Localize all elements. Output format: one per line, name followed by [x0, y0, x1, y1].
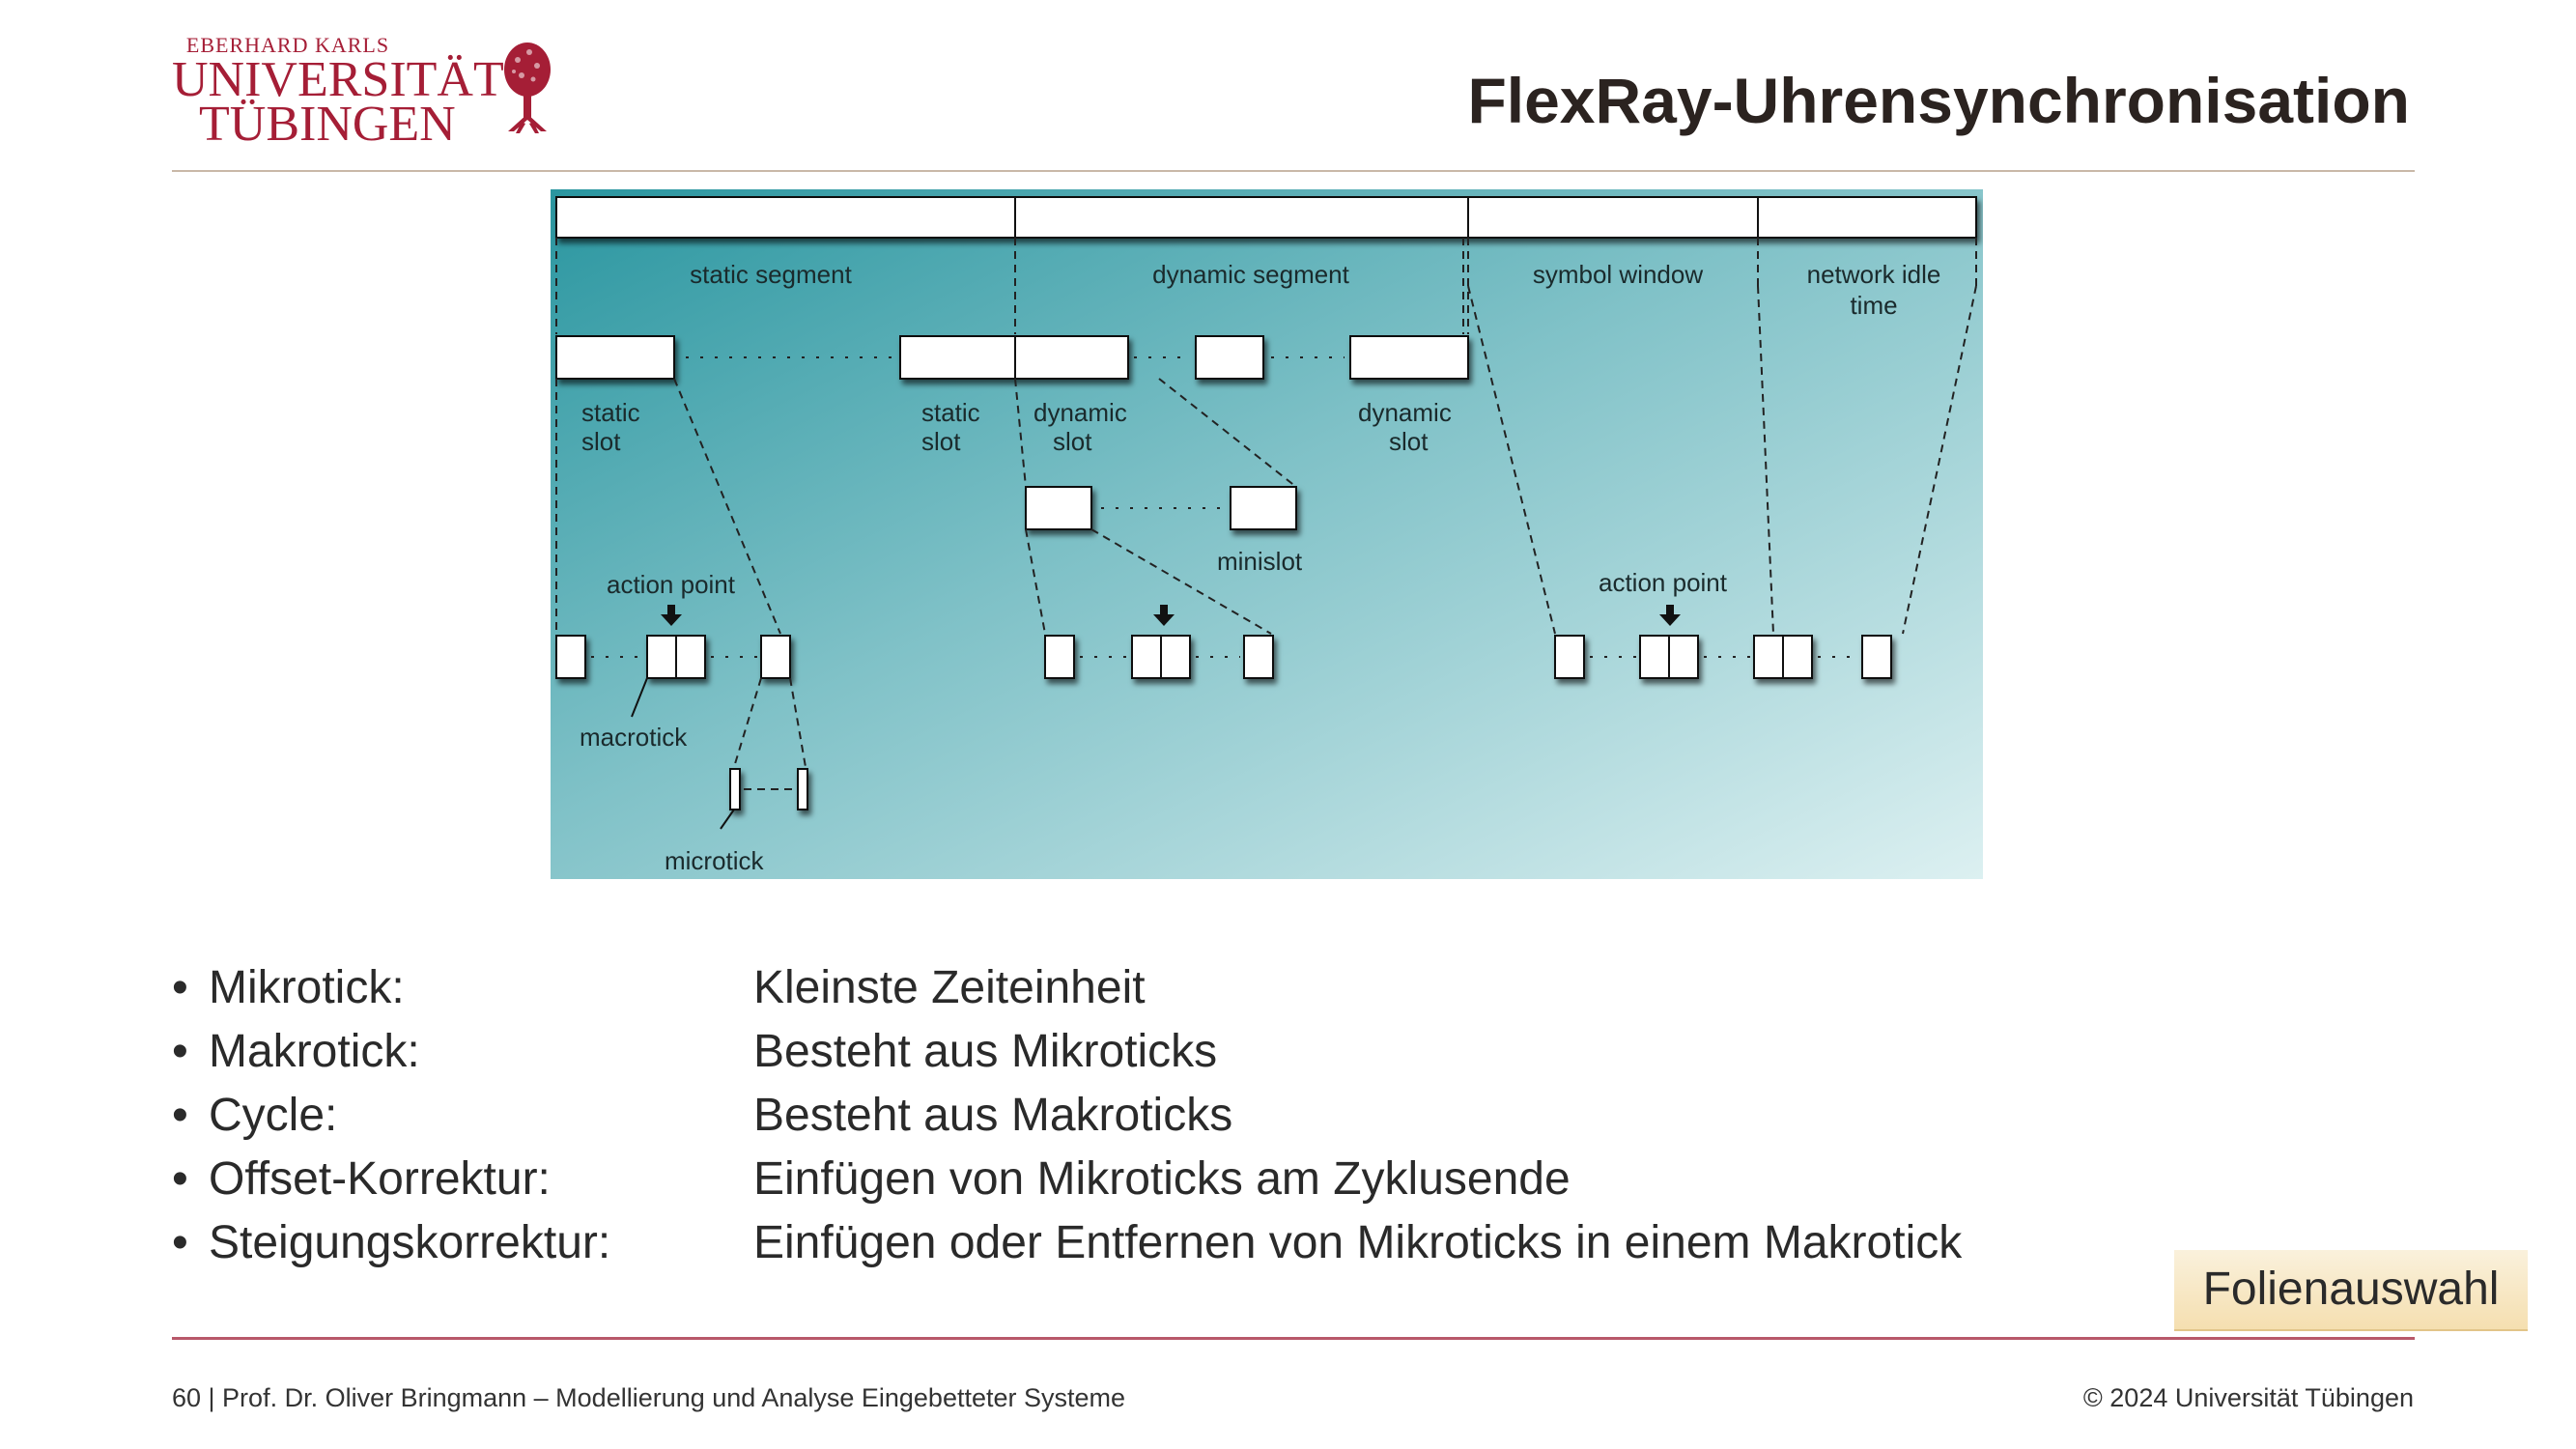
slide-title: FlexRay-Uhrensynchronisation — [1467, 65, 2410, 136]
logo-line-3: TÜBINGEN — [199, 97, 456, 152]
description: Besteht aus Mikroticks — [753, 1026, 1218, 1077]
list-item: • Offset-Korrektur: Einfügen von Mikroti… — [172, 1151, 2104, 1214]
list-item: • Mikrotick: Kleinste Zeiteinheit — [172, 959, 2104, 1023]
flexray-timing-diagram: static segment dynamic segment symbol wi… — [551, 189, 1983, 879]
footer-divider — [172, 1337, 2415, 1340]
term: Cycle: — [209, 1090, 338, 1141]
definition-list: • Mikrotick: Kleinste Zeiteinheit • Makr… — [172, 959, 2104, 1278]
dynamic-slot-label-2: dynamic — [1358, 398, 1452, 427]
static-slot-label-2: static — [921, 398, 980, 427]
bullet-dot: • — [172, 962, 188, 1013]
segment-dynamic-label: dynamic segment — [1152, 260, 1350, 289]
term: Mikrotick: — [209, 962, 405, 1013]
action-point-label-2: action point — [1599, 568, 1728, 597]
static-slot-label-1b: slot — [581, 427, 621, 456]
segment-symbol-label: symbol window — [1533, 260, 1704, 289]
dynamic-slot-label-1: dynamic — [1033, 398, 1127, 427]
list-item: • Cycle: Besteht aus Makroticks — [172, 1087, 2104, 1151]
list-item: • Steigungskorrektur: Einfügen oder Entf… — [172, 1214, 2104, 1278]
list-item: • Makrotick: Besteht aus Mikroticks — [172, 1023, 2104, 1087]
segment-nit-label: network idle — [1807, 260, 1941, 289]
slide-selection-button[interactable]: Folienauswahl — [2174, 1250, 2528, 1331]
minislot-label: minislot — [1217, 547, 1303, 576]
dynamic-slot-label-1b: slot — [1053, 427, 1092, 456]
term: Makrotick: — [209, 1026, 420, 1077]
microtick-label: microtick — [665, 846, 765, 875]
bullet-dot: • — [172, 1090, 188, 1141]
dynamic-slot-label-2b: slot — [1389, 427, 1429, 456]
term: Offset-Korrektur: — [209, 1153, 551, 1205]
action-point-arrows — [661, 605, 1681, 626]
static-slot-label-1: static — [581, 398, 640, 427]
footer-credits: 60 | Prof. Dr. Oliver Bringmann – Modell… — [172, 1383, 1126, 1412]
description: Einfügen oder Entfernen von Mikroticks i… — [753, 1217, 1963, 1268]
tree-logo-icon — [504, 43, 551, 133]
university-logo: EBERHARD KARLS UNIVERSITÄT TÜBINGEN — [172, 33, 558, 150]
description: Einfügen von Mikroticks am Zyklusende — [753, 1153, 1571, 1205]
action-point-label-1: action point — [607, 570, 736, 599]
bullet-dot: • — [172, 1026, 188, 1077]
segment-nit-label-2: time — [1850, 291, 1897, 320]
footer-copyright: © 2024 Universität Tübingen — [2082, 1383, 2414, 1412]
description: Besteht aus Makroticks — [753, 1090, 1233, 1141]
logo-line-1: EBERHARD KARLS — [185, 33, 390, 57]
logo-line-2: UNIVERSITÄT — [172, 52, 504, 107]
header-divider — [172, 170, 2415, 172]
macrotick-label: macrotick — [580, 723, 688, 752]
term: Steigungskorrektur: — [209, 1217, 611, 1268]
bullet-dot: • — [172, 1153, 188, 1205]
description: Kleinste Zeiteinheit — [753, 962, 1146, 1013]
cycle-bar — [555, 196, 1977, 239]
segment-static-label: static segment — [690, 260, 852, 289]
bullet-dot: • — [172, 1217, 188, 1268]
static-slot-label-2b: slot — [921, 427, 961, 456]
